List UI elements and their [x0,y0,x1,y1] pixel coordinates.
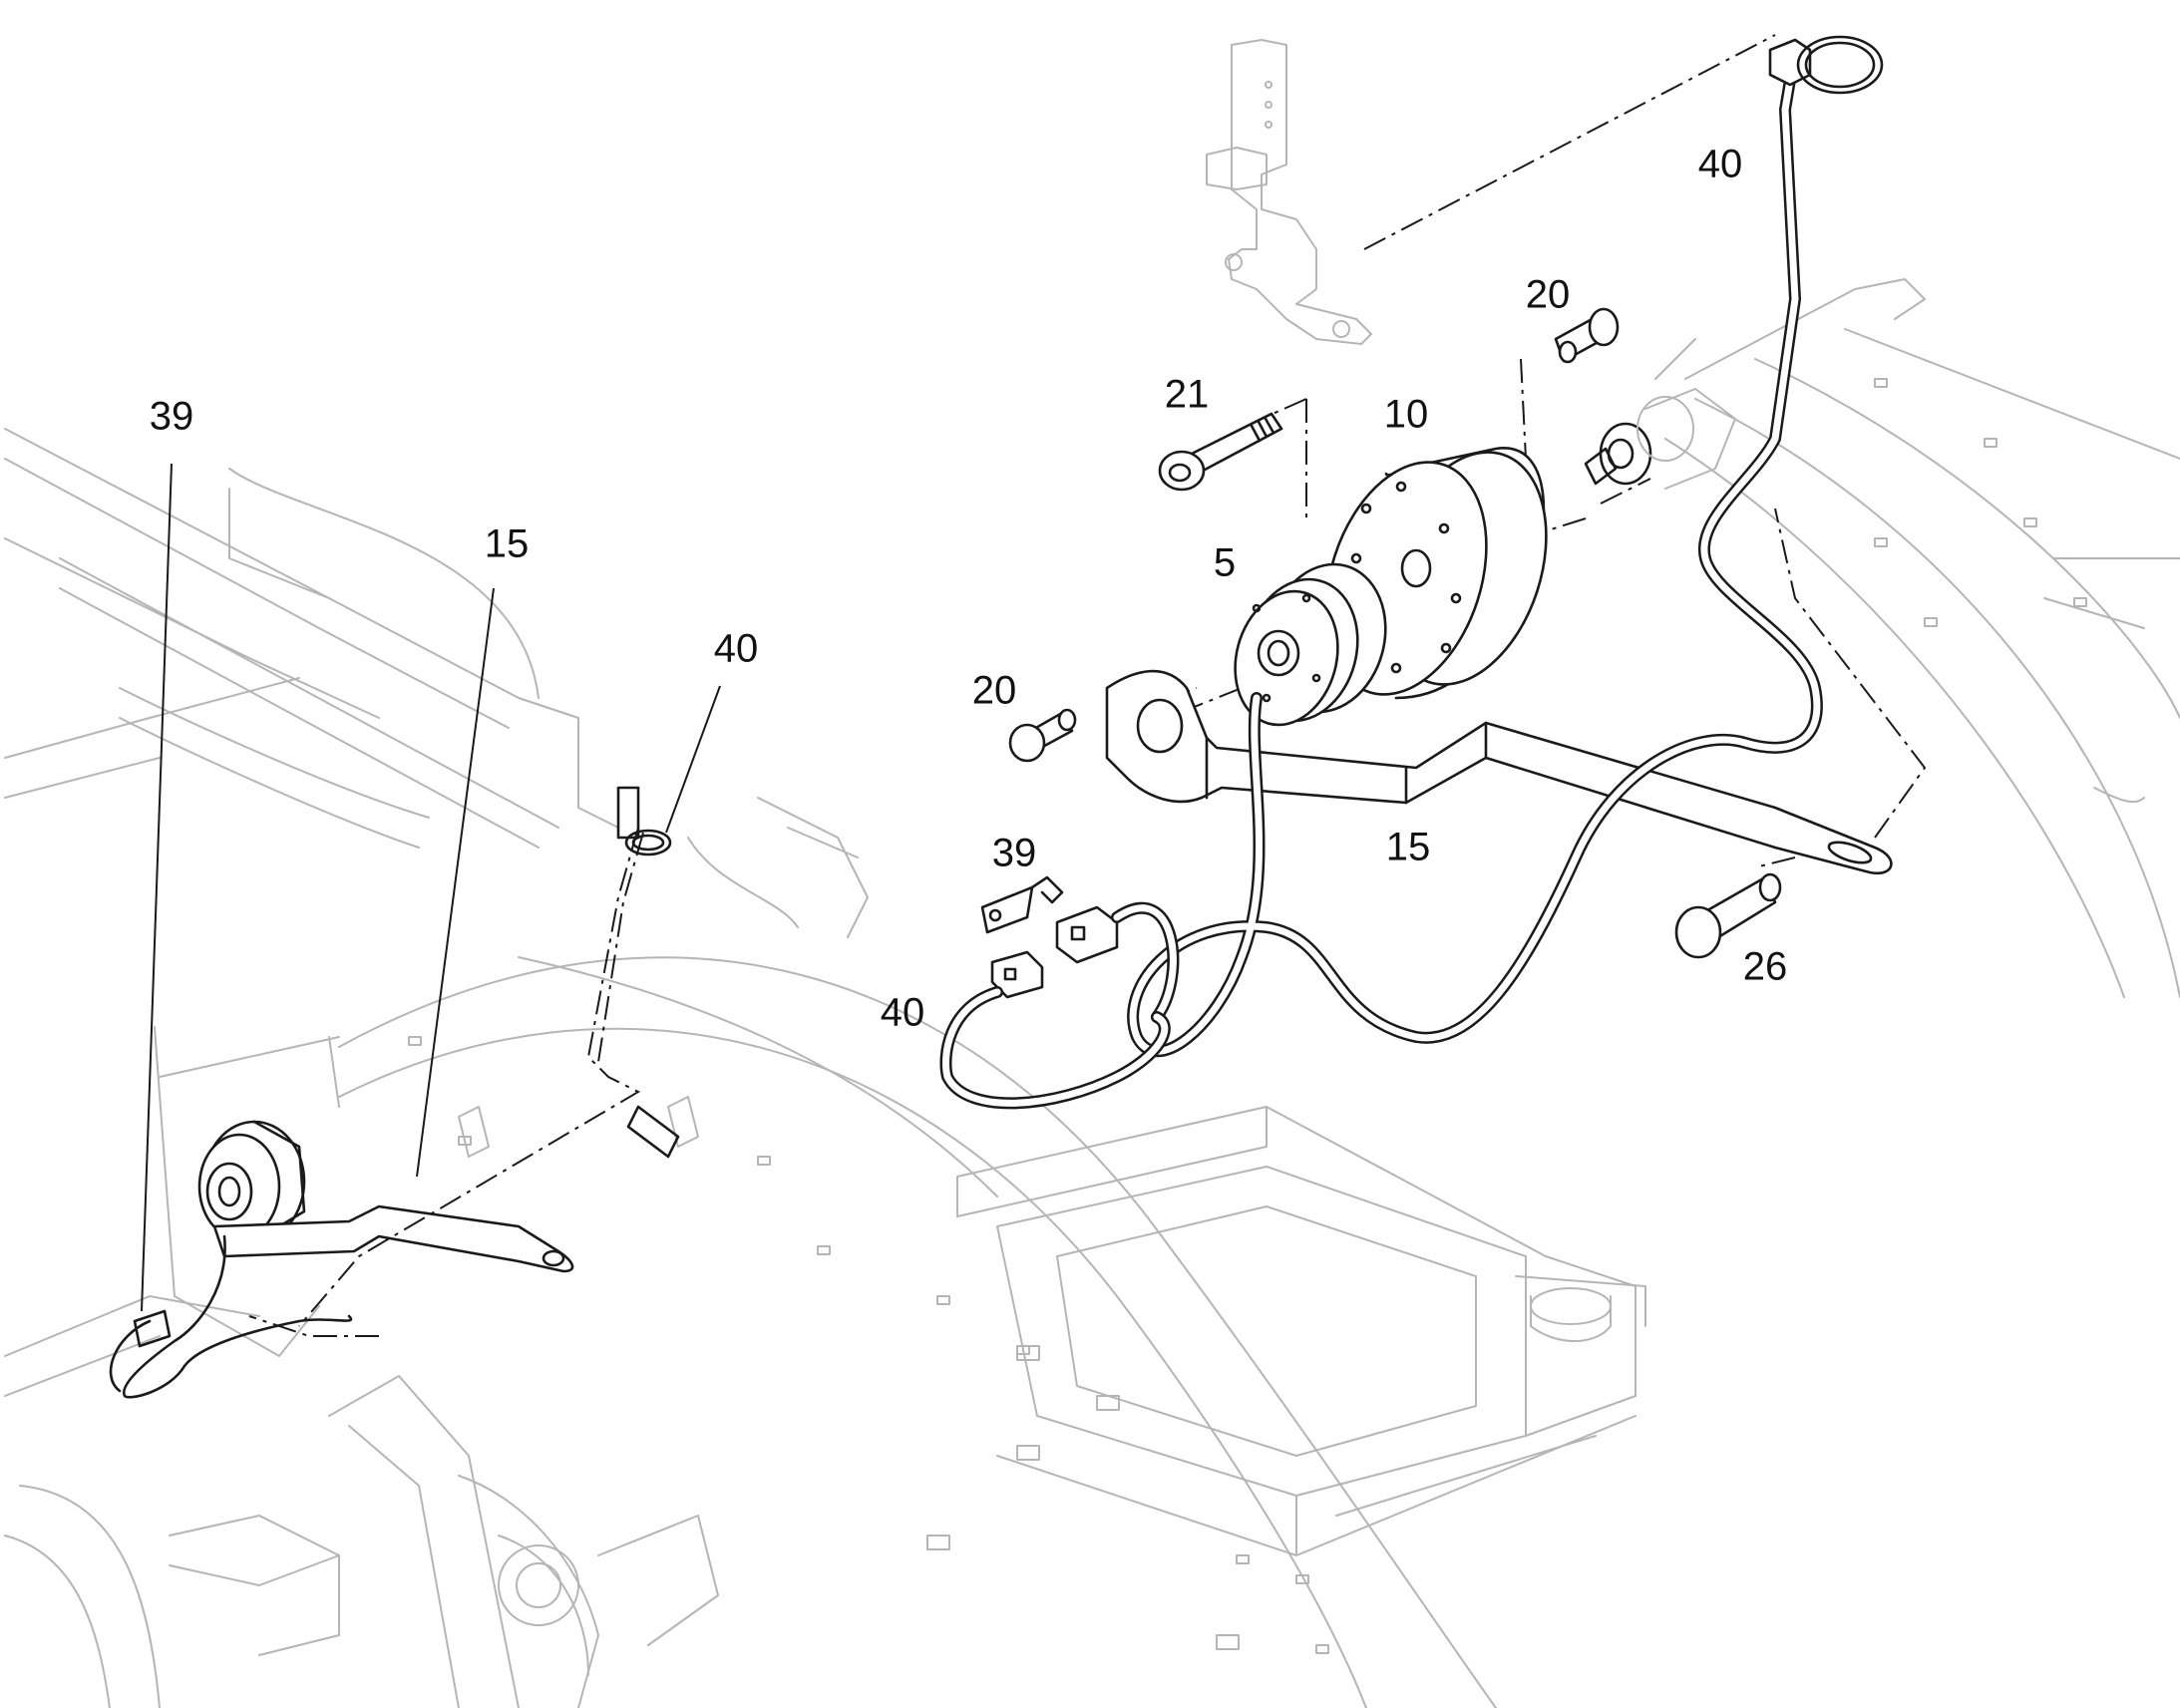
callout-26: 26 [1743,945,1788,989]
rivets-center [408,1036,1329,1654]
pin-26 [1674,872,1782,959]
left-installed-assembly [109,786,680,1399]
callout-5: 5 [1214,541,1236,585]
connector-40-lower [990,905,1119,999]
cable-left [122,1234,353,1399]
callout-39-left: 39 [150,395,194,439]
callout-40-top: 40 [1698,143,1743,186]
callout-15-right: 15 [1386,826,1431,869]
machine-frame-background [4,278,2180,1708]
callout-40-lower: 40 [881,991,925,1035]
callout-40-left: 40 [714,627,759,671]
pivot-block-right [1584,388,1736,490]
sensor-5 [1234,562,1387,727]
bracket-left [133,1309,172,1348]
bolt-21 [1158,412,1283,492]
bolt-20-top [1554,307,1620,364]
mounting-bracket-top [1206,39,1372,345]
callout-15-left: 15 [485,522,530,566]
exploded-assembly [939,34,1927,1110]
connector-40-top [1768,35,1884,95]
bracket-39-right [980,875,1064,934]
arm-left [212,1204,574,1273]
callout-21: 21 [1165,373,1210,417]
rivets-right [1874,378,2087,627]
callouts: 39 15 40 40 20 21 10 5 20 15 39 40 26 [150,143,1788,1035]
callout-10: 10 [1384,393,1429,437]
callout-20-left: 20 [972,669,1017,713]
bolt-20-left [1008,708,1077,763]
connector-left [616,786,640,840]
callout-20-top: 20 [1526,273,1571,317]
callout-39-right: 39 [992,832,1037,875]
arm-15 [1105,669,1893,875]
leader-lines [141,463,721,1312]
